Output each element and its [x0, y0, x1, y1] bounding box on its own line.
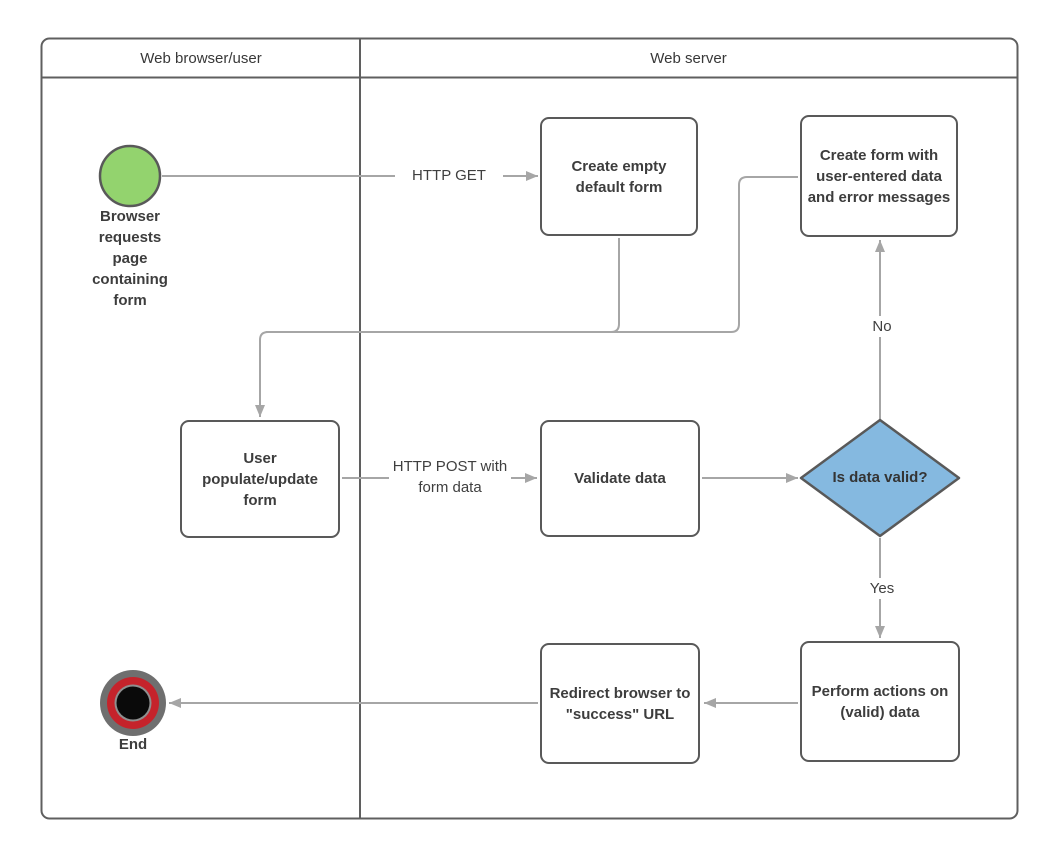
node-redirect-browser: Redirect browser to "success" URL — [540, 643, 700, 764]
swimlane-pool-border — [40, 37, 1019, 820]
decision-label: Is data valid? — [832, 469, 928, 486]
lane-title-web-browser-user: Web browser/user — [140, 49, 262, 67]
node-create-form-with-errors: Create form with user-entered data and e… — [800, 115, 958, 237]
edge-label-no: No — [862, 316, 902, 337]
start-node-label: Browser requests page containing form — [92, 208, 168, 309]
end-node-core — [116, 686, 150, 720]
node-perform-actions: Perform actions on (valid) data — [800, 641, 960, 762]
edge-label-http-get: HTTP GET — [395, 165, 503, 186]
decision-diamond — [799, 418, 961, 538]
edge-create-empty-to-user-populate — [255, 238, 620, 417]
end-node-label: End — [118, 736, 148, 753]
edge-create-form-errors-to-user-populate — [266, 176, 798, 333]
edge-label-http-post: HTTP POST with form data — [389, 456, 511, 498]
node-user-populate-update-form: User populate/update form — [180, 420, 340, 538]
lane-title-web-server: Web server — [650, 49, 727, 67]
node-create-empty-default-form: Create empty default form — [540, 117, 698, 236]
start-node-circle — [98, 144, 162, 208]
node-validate-data: Validate data — [540, 420, 700, 537]
edge-label-yes: Yes — [860, 578, 904, 599]
